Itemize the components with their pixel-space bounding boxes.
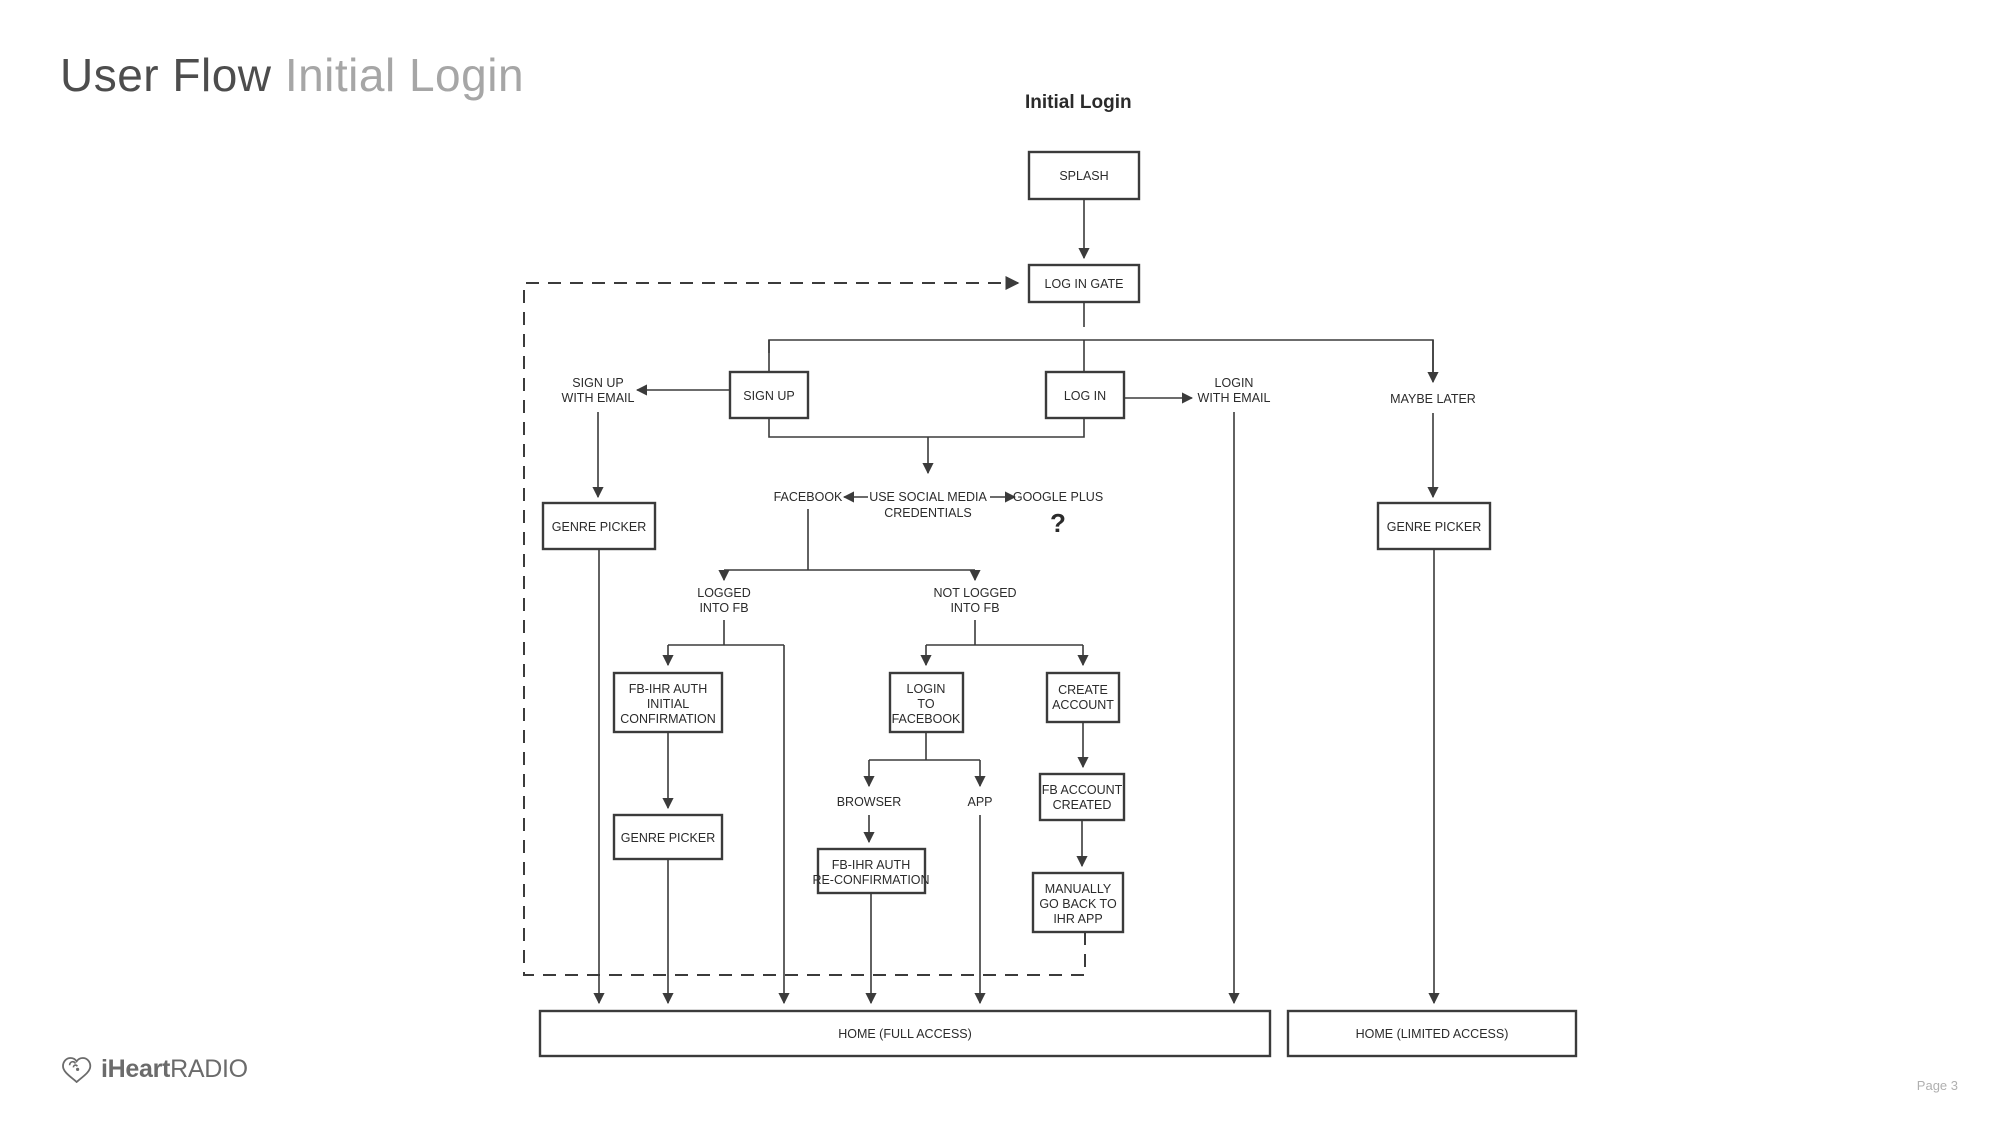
- node-login-gate[interactable]: LOG IN GATE: [1027, 263, 1141, 304]
- node-fb-acct-line2: CREATED: [1053, 798, 1112, 812]
- label-sign-up-with-email-line2: WITH EMAIL: [562, 391, 635, 405]
- node-log-in[interactable]: LOG IN: [1044, 370, 1126, 420]
- label-social-line2: CREDENTIALS: [884, 506, 972, 520]
- label-sign-up-with-email-line1: SIGN UP: [572, 376, 623, 390]
- node-home-limited-access-label: HOME (LIMITED ACCESS): [1356, 1027, 1509, 1041]
- question-mark-icon: ?: [1050, 508, 1066, 538]
- node-fb-acct-line1: FB ACCOUNT: [1042, 783, 1123, 797]
- node-fb-ihr-auth-re-confirmation[interactable]: FB-IHR AUTH RE-CONFIRMATION: [812, 847, 930, 895]
- node-genre-picker-middle[interactable]: GENRE PICKER: [612, 813, 724, 861]
- label-app: APP: [967, 795, 992, 809]
- node-fb-account-created[interactable]: FB ACCOUNT CREATED: [1038, 772, 1126, 822]
- node-login-to-facebook[interactable]: LOGIN TO FACEBOOK: [888, 671, 965, 734]
- node-fb-ihr-initial-line2: INITIAL: [647, 697, 689, 711]
- node-manual-line2: GO BACK TO: [1039, 897, 1117, 911]
- node-sign-up-label: SIGN UP: [743, 389, 794, 403]
- node-create-account[interactable]: CREATE ACCOUNT: [1045, 671, 1121, 724]
- label-logged-fb-line1: LOGGED: [697, 586, 751, 600]
- diagram-title: Initial Login: [1025, 92, 1132, 113]
- node-manual-line3: IHR APP: [1053, 912, 1102, 926]
- node-home-full-access-label: HOME (FULL ACCESS): [838, 1027, 972, 1041]
- label-logged-fb-line2: INTO FB: [699, 601, 748, 615]
- node-fb-ihr-initial-line1: FB-IHR AUTH: [629, 682, 707, 696]
- node-genre-picker-right[interactable]: GENRE PICKER: [1376, 501, 1492, 551]
- page-number: Page 3: [1916, 1078, 1958, 1093]
- node-login-to-fb-line3: FACEBOOK: [892, 712, 961, 726]
- node-fb-recon-line2: RE-CONFIRMATION: [812, 873, 929, 887]
- node-genre-picker-middle-label: GENRE PICKER: [621, 831, 715, 845]
- iheartradio-wordmark: iHeartRADIO: [101, 1055, 248, 1084]
- label-login-with-email-line1: LOGIN: [1215, 376, 1254, 390]
- label-use-social-media-credentials: USE SOCIAL MEDIA CREDENTIALS: [869, 490, 987, 520]
- label-login-with-email: LOGIN WITH EMAIL: [1198, 376, 1271, 405]
- node-create-account-line1: CREATE: [1058, 683, 1108, 697]
- label-google-plus: GOOGLE PLUS: [1013, 490, 1103, 504]
- label-facebook: FACEBOOK: [774, 490, 843, 504]
- label-maybe-later: MAYBE LATER: [1390, 392, 1476, 406]
- node-fb-ihr-auth-initial-confirmation[interactable]: FB-IHR AUTH INITIAL CONFIRMATION: [612, 671, 724, 734]
- label-not-logged-fb-line2: INTO FB: [950, 601, 999, 615]
- edge-signup-bottom-bus: [768, 418, 1085, 438]
- node-splash-label: SPLASH: [1059, 169, 1108, 183]
- node-genre-picker-left[interactable]: GENRE PICKER: [541, 501, 657, 551]
- page-title-primary: User Flow: [60, 49, 272, 101]
- label-login-with-email-line2: WITH EMAIL: [1198, 391, 1271, 405]
- node-splash[interactable]: SPLASH: [1027, 150, 1141, 201]
- label-sign-up-with-email: SIGN UP WITH EMAIL: [562, 376, 635, 405]
- iheartradio-heart-icon: [62, 1056, 92, 1083]
- node-fb-recon-line1: FB-IHR AUTH: [832, 858, 910, 872]
- node-log-in-label: LOG IN: [1064, 389, 1106, 403]
- node-login-to-fb-line2: TO: [917, 697, 934, 711]
- node-manual-line1: MANUALLY: [1045, 882, 1112, 896]
- branch-bus-top: [768, 339, 1434, 375]
- node-fb-ihr-initial-line3: CONFIRMATION: [620, 712, 716, 726]
- node-login-to-fb-line1: LOGIN: [907, 682, 946, 696]
- node-home-full-access[interactable]: HOME (FULL ACCESS): [538, 1009, 1272, 1058]
- label-social-line1: USE SOCIAL MEDIA: [869, 490, 987, 504]
- page-title: User Flow Initial Login: [60, 48, 524, 102]
- node-home-limited-access[interactable]: HOME (LIMITED ACCESS): [1286, 1009, 1578, 1058]
- page-title-secondary: Initial Login: [284, 49, 525, 101]
- node-login-gate-label: LOG IN GATE: [1045, 277, 1124, 291]
- iheartradio-logo: iHeartRADIO: [62, 1055, 248, 1084]
- label-not-logged-fb-line1: NOT LOGGED: [933, 586, 1016, 600]
- label-logged-into-fb: LOGGED INTO FB: [697, 586, 751, 615]
- node-genre-picker-left-label: GENRE PICKER: [552, 520, 646, 534]
- label-browser: BROWSER: [837, 795, 902, 809]
- label-not-logged-into-fb: NOT LOGGED INTO FB: [933, 586, 1016, 615]
- logo-thin-text: RADIO: [170, 1055, 248, 1083]
- node-genre-picker-right-label: GENRE PICKER: [1387, 520, 1481, 534]
- node-manually-go-back-to-ihr-app[interactable]: MANUALLY GO BACK TO IHR APP: [1031, 871, 1125, 934]
- logo-bold-text: iHeart: [101, 1055, 171, 1083]
- edge-manual-back-to-login-gate: [523, 276, 1086, 976]
- node-sign-up[interactable]: SIGN UP: [728, 370, 810, 420]
- node-create-account-line2: ACCOUNT: [1052, 698, 1114, 712]
